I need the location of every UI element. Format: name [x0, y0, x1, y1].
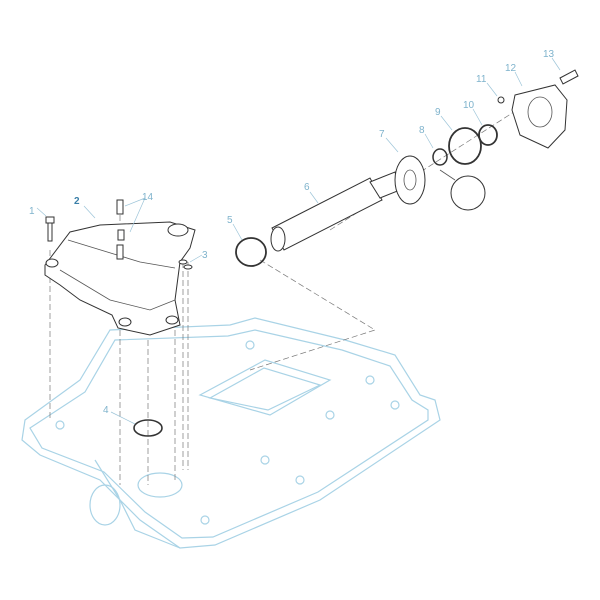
part-gear [394, 155, 426, 205]
callout-5: 5 [227, 215, 233, 226]
callout-14: 14 [142, 192, 154, 203]
callout-12: 12 [505, 63, 517, 74]
callout-1: 1 [29, 206, 35, 217]
callout-3: 3 [202, 250, 208, 261]
part-o-ring-5 [235, 237, 267, 267]
part-bolt-13 [559, 69, 579, 85]
callout-6: 6 [304, 182, 310, 193]
callout-4: 4 [103, 405, 109, 416]
detail-bubble [439, 169, 486, 211]
part-o-ring-4 [133, 419, 163, 437]
part-bolt [45, 216, 55, 242]
part-cover [44, 221, 196, 336]
callout-8: 8 [419, 125, 425, 136]
part-end-cap [511, 84, 568, 149]
transmission-housing [21, 317, 441, 549]
part-ring-8 [432, 148, 448, 166]
part-washers [178, 259, 193, 270]
callout-13: 13 [543, 49, 555, 60]
part-ring-9 [448, 127, 482, 165]
callout-2: 2 [74, 196, 80, 207]
callout-7: 7 [379, 129, 385, 140]
callout-11: 11 [476, 74, 487, 85]
part-ring-10 [478, 124, 498, 146]
leader-lines [36, 57, 561, 425]
part-fittings [116, 199, 125, 260]
callout-10: 10 [463, 100, 475, 111]
callout-9: 9 [435, 107, 441, 118]
part-nut-11 [497, 96, 505, 104]
part-shaft [270, 171, 401, 252]
